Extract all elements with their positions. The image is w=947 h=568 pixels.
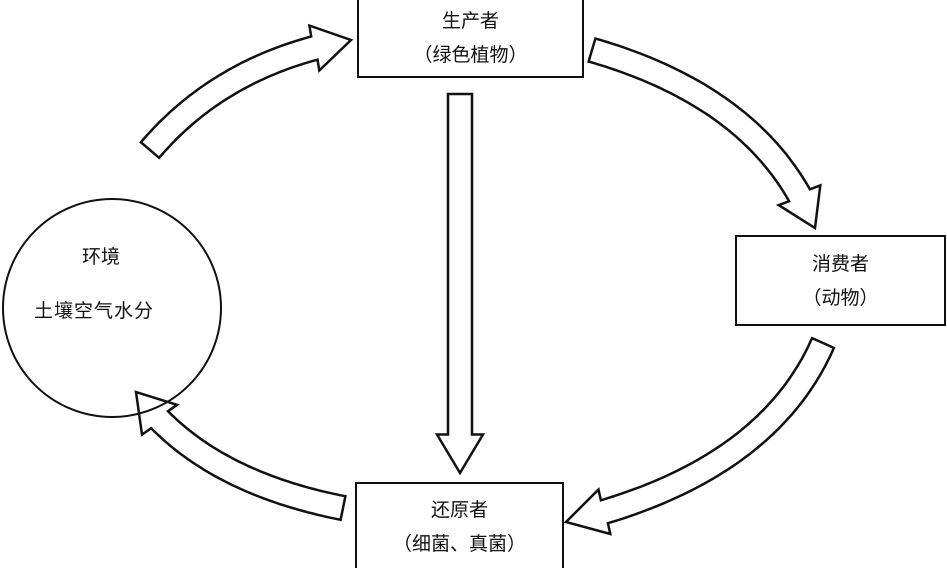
environment-node: 环境 土壤空气水分 xyxy=(2,198,222,418)
producer-title: 生产者 xyxy=(441,10,499,32)
consumer-title: 消费者 xyxy=(811,252,869,275)
decomposer-node: 还原者 （细菌、真菌） xyxy=(355,482,564,568)
arrow-producer-to-consumer xyxy=(587,36,822,231)
environment-title: 环境 xyxy=(82,246,121,268)
arrow-environment-to-producer xyxy=(139,23,354,160)
arrow-decomposer-to-environment xyxy=(134,390,347,522)
producer-subtitle: （绿色植物） xyxy=(413,44,528,66)
arrow-consumer-to-decomposer xyxy=(563,336,836,536)
producer-node: 生产者 （绿色植物） xyxy=(357,0,584,78)
decomposer-title: 还原者 xyxy=(430,499,488,521)
consumer-subtitle: （动物） xyxy=(802,286,879,309)
environment-subtitle: 土壤空气水分 xyxy=(34,300,155,322)
arrow-producer-to-decomposer xyxy=(434,92,486,476)
decomposer-subtitle: （细菌、真菌） xyxy=(392,533,526,555)
consumer-node: 消费者 （动物） xyxy=(735,235,946,326)
